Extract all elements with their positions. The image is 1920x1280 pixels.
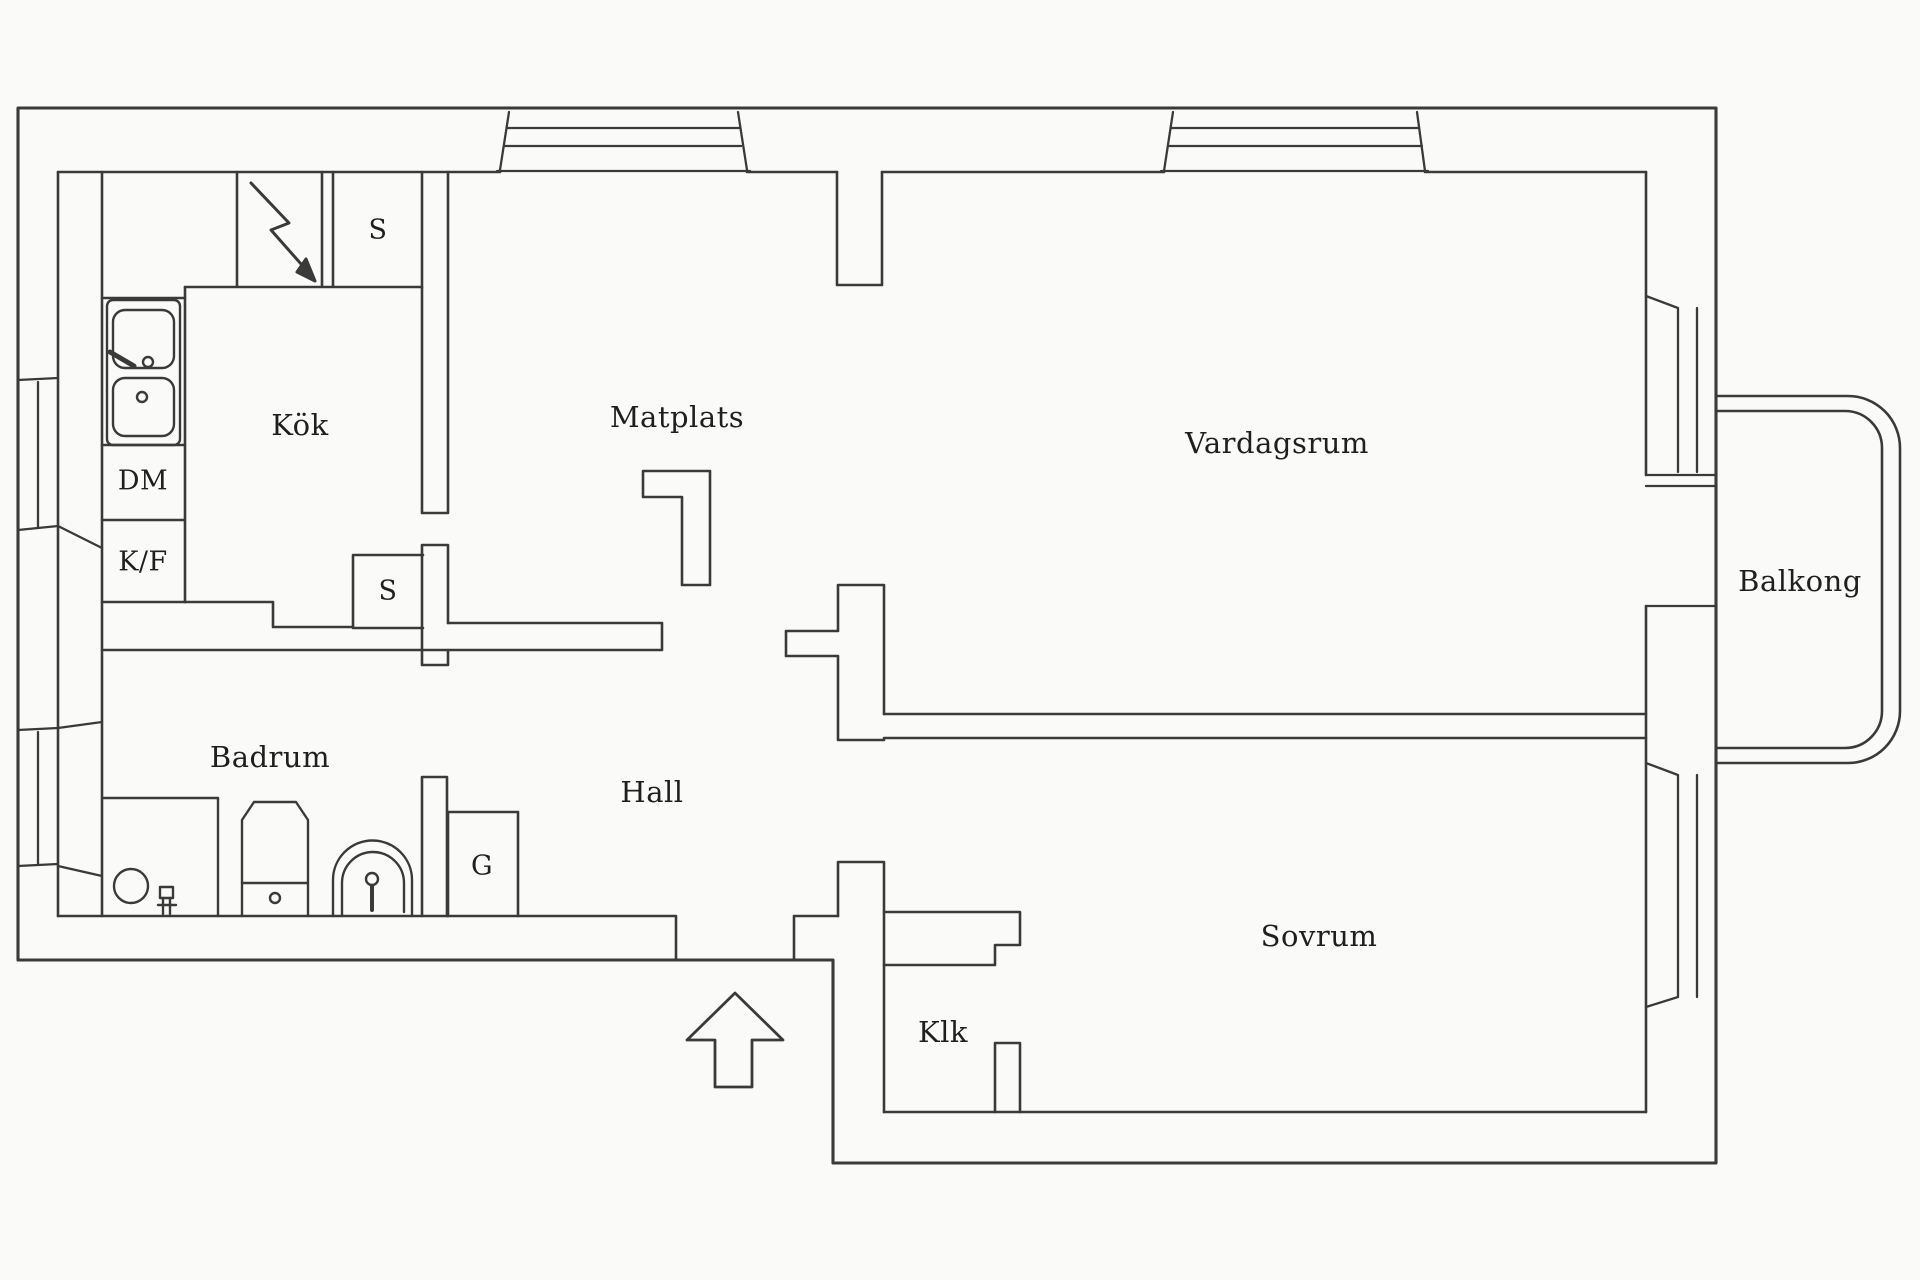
- entrance-arrow-icon: [685, 991, 785, 1089]
- toilet-icon: [240, 800, 310, 918]
- fixture-label-s-hall: S: [378, 575, 398, 607]
- room-label-sovrum: Sovrum: [1260, 919, 1378, 953]
- washbasin-icon: [331, 839, 414, 918]
- fixture-label-dm: DM: [117, 465, 169, 497]
- room-label-kok: Kök: [271, 408, 329, 442]
- inner-wall-lines: [56, 170, 1648, 1114]
- fixture-label-g: G: [470, 850, 494, 882]
- room-label-badrum: Badrum: [209, 740, 331, 774]
- interior-walls: [100, 170, 1648, 1114]
- kitchen-counter: [100, 170, 424, 918]
- room-label-vardagsrum: Vardagsrum: [1185, 426, 1369, 460]
- window-icon: [16, 110, 1718, 1009]
- hall-closet-s: [351, 553, 425, 630]
- fixture-label-s-kitchen: S: [368, 214, 388, 246]
- fixture-label-kf: K/F: [118, 546, 168, 578]
- outer-wall: [16, 106, 1718, 1165]
- room-label-hall: Hall: [620, 775, 684, 809]
- room-label-klk: Klk: [917, 1015, 969, 1049]
- balcony-railing-icon: [1714, 394, 1902, 765]
- hall-closet-g: [446, 810, 520, 918]
- shower-icon: [100, 796, 220, 918]
- room-label-matplats: Matplats: [609, 400, 745, 434]
- stove-lightning-icon: [249, 181, 317, 283]
- kitchen-sink-icon: [105, 298, 182, 447]
- room-label-balkong: Balkong: [1738, 564, 1862, 598]
